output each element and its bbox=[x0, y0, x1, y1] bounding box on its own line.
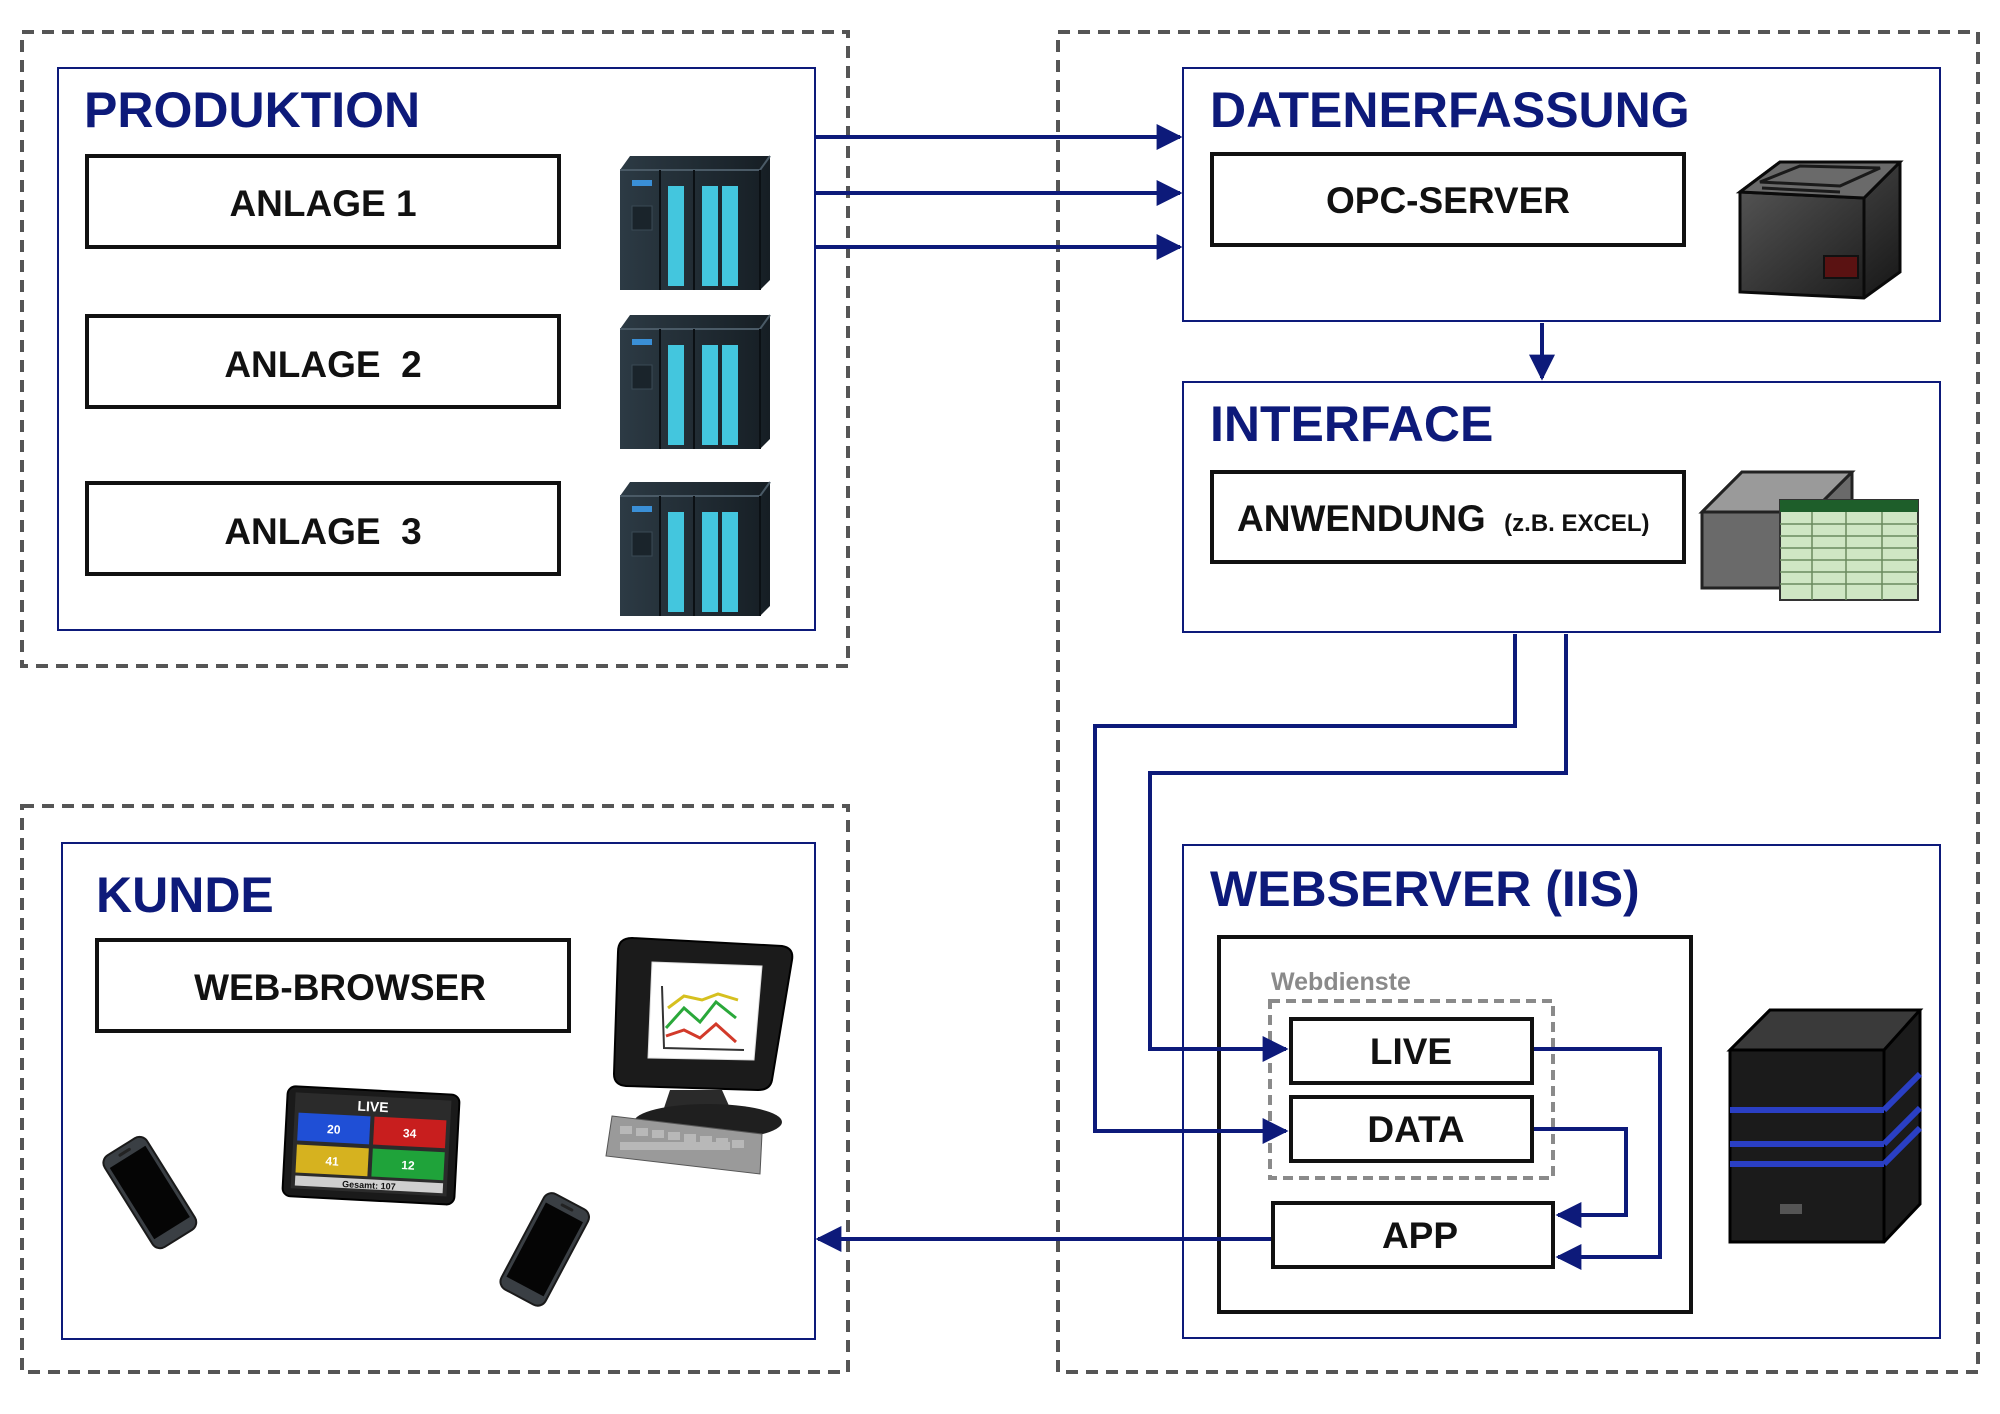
arrow-live-app bbox=[1534, 1047, 1662, 1270]
tablet-tile-yellow bbox=[295, 1144, 369, 1177]
plc-icon bbox=[620, 481, 771, 616]
datenerfassung-title: DATENERFASSUNG bbox=[1210, 82, 1690, 138]
plc-icon bbox=[620, 155, 771, 290]
webserver-title: WEBSERVER (IIS) bbox=[1210, 861, 1640, 917]
anlage-1-box[interactable] bbox=[85, 154, 561, 249]
server-icon bbox=[1735, 160, 1904, 300]
data-service-box[interactable] bbox=[1289, 1095, 1534, 1163]
interface-title: INTERFACE bbox=[1210, 396, 1493, 452]
anlage-2-label: ANLAGE 2 bbox=[224, 344, 421, 385]
customer-zone bbox=[20, 804, 850, 1374]
produktion-panel: PRODUKTION ANLAGE 1 ANLAGE 2 ANLAGE 3 bbox=[57, 67, 816, 631]
production-zone bbox=[20, 30, 850, 668]
produktion-title: PRODUKTION bbox=[84, 82, 420, 138]
tablet-tile-value: 20 bbox=[327, 1122, 341, 1137]
webdienste-label: Webdienste bbox=[1271, 968, 1411, 996]
tablet-total: Gesamt: 107 bbox=[342, 1179, 396, 1192]
anlage-1-label: ANLAGE 1 bbox=[229, 183, 416, 224]
tablet-tile-value: 41 bbox=[325, 1154, 339, 1169]
spreadsheet-icon bbox=[1698, 470, 1919, 601]
tablet-tile-value: 34 bbox=[403, 1126, 417, 1141]
connectors bbox=[815, 124, 1662, 1270]
live-service-box[interactable] bbox=[1289, 1017, 1534, 1085]
webserver-panel: WEBSERVER (IIS) Webdienste LIVE DATA APP bbox=[1182, 844, 1941, 1339]
webdienste-group bbox=[1268, 999, 1555, 1180]
kunde-panel: KUNDE WEB-BROWSER LIVE bbox=[61, 842, 816, 1340]
tablet-tile-green bbox=[371, 1148, 445, 1181]
app-label: APP bbox=[1382, 1215, 1458, 1256]
plc-icon bbox=[620, 314, 771, 449]
tablet-tile-blue bbox=[297, 1112, 371, 1145]
anlage-3-box[interactable] bbox=[85, 481, 561, 576]
web-browser-box[interactable] bbox=[95, 938, 571, 1033]
kunde-title: KUNDE bbox=[96, 867, 274, 923]
tablet-tile-value: 12 bbox=[401, 1158, 415, 1173]
tablet-icon: LIVE 20 34 41 12 Gesamt: 107 bbox=[281, 1085, 461, 1206]
anwendung-box[interactable] bbox=[1210, 470, 1686, 564]
arrow-interface-live bbox=[1148, 634, 1568, 1062]
opc-server-label: OPC-SERVER bbox=[1326, 180, 1570, 221]
tablet-live-title: LIVE bbox=[357, 1098, 389, 1116]
server-zone bbox=[1056, 30, 1980, 1374]
arrow-data-app bbox=[1534, 1127, 1628, 1228]
anlage-3-label: ANLAGE 3 bbox=[224, 511, 421, 552]
desktop-computer-icon bbox=[605, 936, 794, 1175]
tablet-tile-red bbox=[373, 1116, 447, 1149]
web-browser-label: WEB-BROWSER bbox=[194, 967, 486, 1008]
arrow-interface-data bbox=[1093, 634, 1517, 1144]
anwendung-label: ANWENDUNG (z.B. EXCEL) bbox=[1237, 498, 1650, 539]
smartphone-icon bbox=[499, 1192, 590, 1307]
datenerfassung-panel: DATENERFASSUNG OPC-SERVER bbox=[1182, 67, 1941, 322]
data-service-label: DATA bbox=[1367, 1109, 1464, 1150]
app-box[interactable] bbox=[1271, 1201, 1555, 1269]
interface-panel: INTERFACE ANWENDUNG (z.B. EXCEL) bbox=[1182, 381, 1941, 633]
live-service-label: LIVE bbox=[1370, 1031, 1452, 1072]
tower-server-icon bbox=[1726, 1008, 1924, 1244]
anlage-2-box[interactable] bbox=[85, 314, 561, 409]
opc-server-box[interactable] bbox=[1210, 152, 1686, 247]
smartphone-icon bbox=[102, 1135, 198, 1250]
